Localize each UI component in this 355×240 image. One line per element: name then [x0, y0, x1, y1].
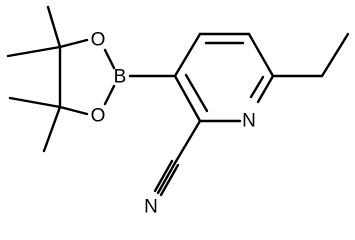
bond-c6-n1-inner	[249, 75, 265, 99]
atom-oxygen-top: O	[91, 30, 106, 51]
bond-b-o-bottom	[103, 84, 116, 106]
bond-ch2-ch3	[320, 32, 350, 78]
bond-methyl-1	[46, 5, 62, 49]
molecule-diagram: B O O N N	[6, 5, 350, 218]
bond-triple-c	[159, 163, 180, 197]
bond-triple-b	[156, 161, 177, 195]
nitrile-group	[153, 119, 202, 197]
bond-c5-c6	[247, 32, 275, 78]
atom-boron: B	[114, 67, 127, 88]
pinacol-boronate	[6, 5, 177, 153]
bond-c3-c4	[173, 32, 202, 78]
bond-o-bottom-c	[58, 105, 89, 116]
atom-pyridine-nitrogen: N	[242, 111, 256, 132]
bond-c2-c3	[173, 74, 202, 123]
ethyl-group	[271, 32, 350, 78]
bond-triple-a	[153, 159, 174, 193]
bond-c2-c3-inner	[184, 73, 209, 113]
atom-nitrile-nitrogen: N	[144, 197, 158, 218]
bond-c2-cn	[173, 119, 202, 165]
bond-o-top-c	[58, 38, 89, 49]
bond-b-o-top	[103, 48, 116, 70]
bond-c6-n1	[256, 74, 275, 104]
bond-methyl-2	[6, 45, 62, 58]
structure-svg: B O O N N	[6, 5, 350, 218]
bond-methyl-3	[8, 96, 62, 109]
pyridine-ring	[173, 32, 275, 123]
bond-methyl-4	[42, 105, 62, 153]
atom-oxygen-bottom: O	[91, 106, 106, 127]
